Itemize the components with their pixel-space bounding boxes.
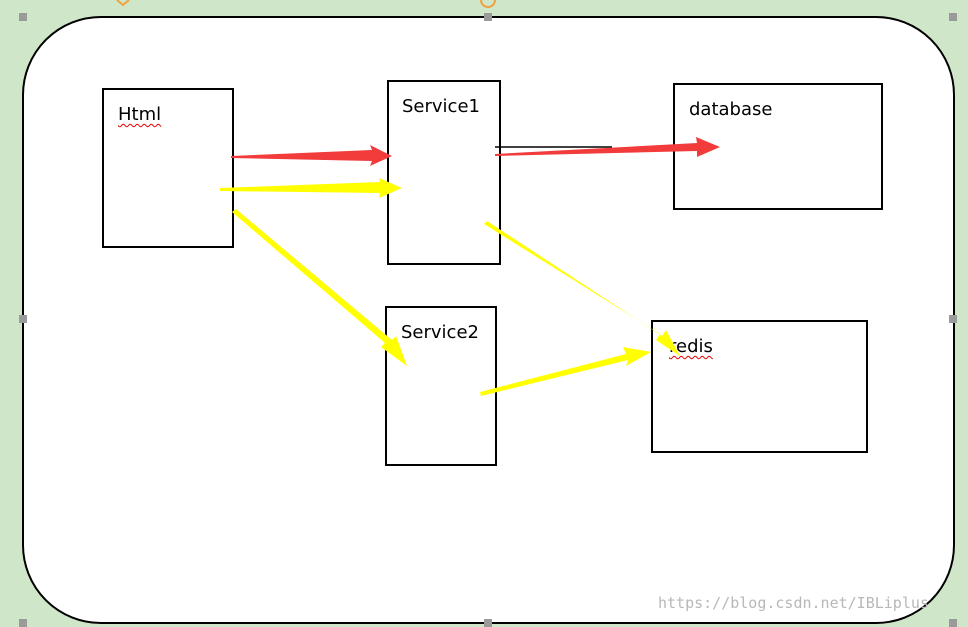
node-service1[interactable]: Service1 (387, 80, 501, 265)
selection-handle-bottom-right[interactable] (949, 619, 957, 627)
node-service2-label: Service2 (401, 322, 479, 343)
selection-handle-bottom[interactable] (484, 619, 492, 627)
node-service2[interactable]: Service2 (385, 306, 497, 466)
anchor-marker-icon (116, 0, 130, 7)
watermark-text: https://blog.csdn.net/IBLiplus (658, 594, 929, 612)
node-redis[interactable]: redis (651, 320, 868, 453)
selection-handle-top[interactable] (484, 13, 492, 21)
node-html[interactable]: Html (102, 88, 234, 248)
selection-handle-right[interactable] (949, 315, 957, 323)
node-database-label: database (689, 99, 773, 120)
selection-handle-top-left[interactable] (19, 13, 27, 21)
node-html-label: Html (118, 104, 162, 125)
rotate-handle-icon[interactable] (478, 0, 498, 12)
selection-handle-left[interactable] (19, 315, 27, 323)
selection-handle-top-right[interactable] (949, 13, 957, 21)
node-redis-label: redis (669, 336, 713, 357)
selection-handle-bottom-left[interactable] (19, 619, 27, 627)
node-service1-label: Service1 (402, 96, 480, 117)
node-database[interactable]: database (673, 83, 883, 210)
